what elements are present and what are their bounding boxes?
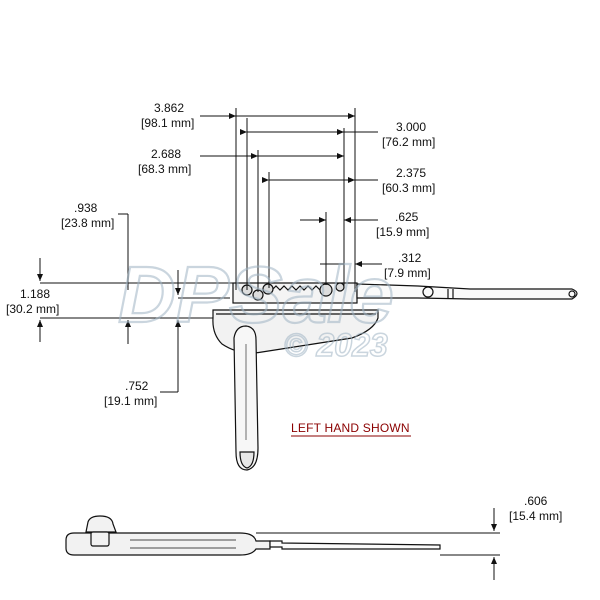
- dim-label: .312: [398, 251, 422, 265]
- watermark: DPSale © 2023: [117, 249, 395, 364]
- dim-label: [30.2 mm]: [6, 302, 59, 316]
- dim-label: .938: [74, 201, 98, 215]
- dim-label: [15.4 mm]: [509, 509, 562, 523]
- watermark-copyright: © 2023: [284, 327, 388, 363]
- dim-label: [76.2 mm]: [382, 135, 435, 149]
- dim-label: [23.8 mm]: [61, 216, 114, 230]
- side-view-operator: [65, 515, 441, 556]
- dimension-labels: 3.862 [98.1 mm] 3.000 [76.2 mm] 2.688 [6…: [6, 101, 562, 523]
- dim-label: 2.375: [396, 166, 426, 180]
- dim-label: 3.862: [154, 101, 184, 115]
- watermark-brand: DPSale: [118, 250, 394, 339]
- arm-pivot-hole: [422, 286, 434, 298]
- side-arm: [269, 540, 441, 550]
- dim-label: .625: [395, 210, 419, 224]
- dimension-lines: [37, 108, 382, 393]
- dim-label: [60.3 mm]: [382, 181, 435, 195]
- side-handle-shaft: [90, 531, 110, 547]
- top-view-operator: [212, 282, 578, 471]
- side-handle-knob: [85, 515, 117, 533]
- dim-label: .752: [125, 379, 149, 393]
- dim-label: [19.1 mm]: [104, 394, 157, 408]
- arm-end-hole: [568, 290, 576, 298]
- dim-label: 2.688: [151, 147, 181, 161]
- dim-label: [68.3 mm]: [138, 162, 191, 176]
- mounting-screw: [262, 283, 274, 295]
- dim-label: 1.188: [20, 287, 50, 301]
- side-dimension-lines: [256, 508, 500, 580]
- dim-label: [7.9 mm]: [384, 266, 431, 280]
- dim-label: 3.000: [396, 120, 426, 134]
- dim-label: .606: [524, 494, 548, 508]
- gear-sector: [271, 285, 321, 291]
- dim-label: [98.1 mm]: [141, 116, 194, 130]
- side-base: [65, 532, 271, 556]
- dim-label: [15.9 mm]: [376, 225, 429, 239]
- operator-arm: [356, 283, 578, 300]
- left-hand-shown-note: LEFT HAND SHOWN: [291, 421, 410, 435]
